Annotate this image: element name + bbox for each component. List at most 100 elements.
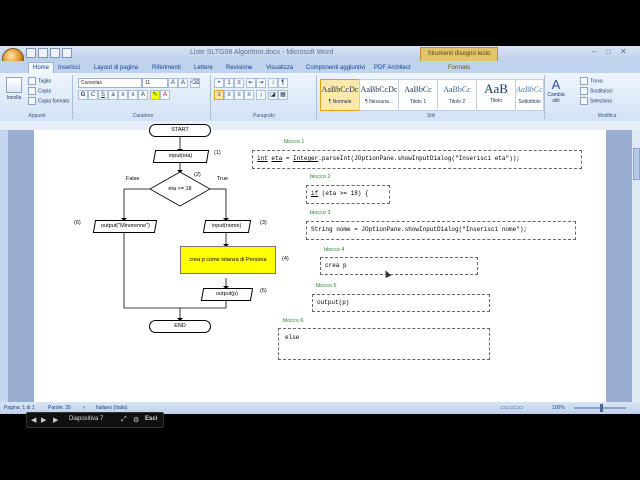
scroll-thumb[interactable] — [633, 148, 640, 180]
style-nessuna[interactable]: AaBbCcDc¶ Nessuna... — [359, 79, 399, 111]
line-spacing-icon[interactable]: ↨ — [256, 90, 266, 100]
settings-gear-icon[interactable]: ⚙ — [133, 417, 140, 424]
bullets-icon[interactable]: • — [214, 78, 224, 88]
align-center-icon[interactable]: ≡ — [224, 90, 234, 100]
status-page[interactable]: Pagina: 1 di 1 — [4, 405, 35, 411]
underline-icon[interactable]: S — [98, 90, 108, 100]
close-icon[interactable]: ✕ — [620, 47, 627, 56]
minimize-icon[interactable]: – — [592, 47, 597, 56]
print-icon[interactable] — [62, 48, 72, 58]
bold-icon[interactable]: G — [78, 90, 88, 100]
cut-button[interactable]: Taglia — [28, 77, 51, 85]
grow-font-icon[interactable]: A — [168, 78, 178, 88]
group-styles: AaBbCcDc¶ Normale AaBbCcDc¶ Nessuna... A… — [318, 75, 545, 119]
find-button[interactable]: Trova — [580, 77, 603, 85]
word-window: Liste SLTG08 Algoritmo.docx - Microsoft … — [0, 46, 640, 414]
select-button[interactable]: Seleziona — [580, 97, 612, 105]
previous-icon[interactable]: ◀ — [31, 417, 37, 424]
step-number-2: (2) — [194, 172, 201, 178]
tab-formato[interactable]: Formato — [448, 65, 471, 71]
tab-lettere[interactable]: Lettere — [194, 65, 213, 71]
zoom-level[interactable]: 100% — [552, 405, 565, 411]
group-clipboard: Incolla Taglia Copia Copia formato Appun… — [2, 75, 73, 119]
numbering-icon[interactable]: 1 — [224, 78, 234, 88]
status-language[interactable]: Italiano (Italia) — [96, 405, 128, 411]
justify-icon[interactable]: ≡ — [244, 90, 254, 100]
tab-inserisci[interactable]: Inserisci — [58, 65, 81, 71]
code-block-2[interactable]: if (eta >= 18) { — [306, 185, 390, 204]
shading-icon[interactable]: ◪ — [268, 90, 278, 100]
group-label-clipboard: Appunti — [28, 113, 46, 119]
exit-button[interactable]: Esci — [145, 416, 158, 422]
next-icon[interactable]: ▶ — [53, 417, 59, 424]
view-buttons-icon[interactable]: ▭▭▭▭▭ — [500, 405, 524, 411]
style-normale[interactable]: AaBbCcDc¶ Normale — [320, 79, 360, 111]
step-number-1: (1) — [214, 150, 221, 156]
tab-layout[interactable]: Layout di pagina — [94, 65, 139, 71]
group-label-font: Carattere — [132, 113, 154, 119]
flowchart-input-nome: input(nome) — [202, 220, 252, 233]
redo-icon[interactable] — [50, 48, 60, 58]
code-block-1[interactable]: int eta = Integer.parseInt(JOptionPane.s… — [252, 150, 582, 169]
flowchart-output-minorenne: output("Minorenne") — [92, 220, 158, 233]
document-area: START input(eta) eta >= 18 False True ou… — [8, 124, 632, 402]
format-painter-button[interactable]: Copia formato — [28, 97, 69, 105]
maximize-icon[interactable]: □ — [606, 47, 611, 56]
increase-indent-icon[interactable]: ⇥ — [256, 78, 266, 88]
paste-button[interactable]: Incolla — [4, 77, 24, 101]
multilevel-icon[interactable]: ≡ — [234, 78, 244, 88]
tab-home[interactable]: Home — [28, 62, 55, 73]
tab-riferimenti[interactable]: Riferimenti — [152, 65, 181, 71]
font-color-icon[interactable]: A — [160, 90, 170, 100]
slide-indicator[interactable]: Diapositiva 7 — [69, 416, 104, 422]
fit-icon[interactable]: ⤢ — [121, 416, 127, 423]
align-right-icon[interactable]: ≡ — [234, 90, 244, 100]
code-block-5[interactable]: output(p) — [312, 294, 490, 312]
sort-icon[interactable]: ↕ — [268, 78, 278, 88]
copy-button[interactable]: Copia — [28, 87, 51, 95]
change-case-icon[interactable]: A — [138, 90, 148, 100]
vertical-scrollbar[interactable] — [632, 130, 640, 402]
tab-pdf-architect[interactable]: PDF Architect — [374, 65, 411, 71]
code-line-4: crea p — [325, 262, 347, 269]
code-block-3[interactable]: String nome = JOptionPane.showInputDialo… — [306, 221, 576, 240]
tab-componenti[interactable]: Componenti aggiuntivi — [306, 65, 366, 71]
flowchart-start: START — [149, 124, 211, 137]
zoom-slider[interactable] — [574, 404, 626, 412]
document-page[interactable]: START input(eta) eta >= 18 False True ou… — [34, 124, 606, 402]
code-block-6[interactable]: else — [278, 328, 490, 360]
font-name-combo[interactable]: Consolas — [78, 78, 142, 88]
align-left-icon[interactable]: ≡ — [214, 90, 224, 100]
spellcheck-icon[interactable]: ✓ — [82, 405, 87, 411]
borders-icon[interactable]: ▦ — [278, 90, 288, 100]
italic-icon[interactable]: C — [88, 90, 98, 100]
style-sottotitolo[interactable]: AaBbCc.Sottotitolo — [515, 79, 544, 111]
subscript-icon[interactable]: x — [118, 90, 128, 100]
status-words[interactable]: Parole: 35 — [48, 405, 71, 411]
block-label-4: blocco 4 — [324, 247, 345, 253]
strikethrough-icon[interactable]: a — [108, 90, 118, 100]
play-icon[interactable]: ▶ — [41, 417, 47, 424]
clear-format-icon[interactable]: ⌫ — [190, 78, 200, 88]
flowchart-decision-text: eta >= 18 — [168, 186, 192, 192]
replace-button[interactable]: Sostituisci — [580, 87, 613, 95]
code-block-4[interactable]: crea p — [320, 257, 478, 275]
code-line-5: output(p) — [317, 299, 350, 306]
change-styles-button[interactable]: A Cambia stili — [547, 77, 565, 104]
decrease-indent-icon[interactable]: ⇤ — [246, 78, 256, 88]
undo-icon[interactable] — [38, 48, 48, 58]
group-paragraph: • 1 ≡ ⇤ ⇥ ↕ ¶ ≡ ≡ ≡ ≡ ↨ ◪ ▦ Paragrafo — [212, 75, 317, 119]
highlight-icon[interactable]: ✎ — [150, 90, 160, 100]
font-size-combo[interactable]: 11 — [142, 78, 168, 88]
zoom-slider-knob[interactable] — [600, 404, 603, 412]
shrink-font-icon[interactable]: A — [178, 78, 188, 88]
save-icon[interactable] — [26, 48, 36, 58]
tab-visualizza[interactable]: Visualizza — [266, 65, 293, 71]
show-marks-icon[interactable]: ¶ — [278, 78, 288, 88]
superscript-icon[interactable]: x — [128, 90, 138, 100]
tab-revisione[interactable]: Revisione — [226, 65, 253, 71]
block-label-6: blocco 6 — [283, 318, 304, 324]
